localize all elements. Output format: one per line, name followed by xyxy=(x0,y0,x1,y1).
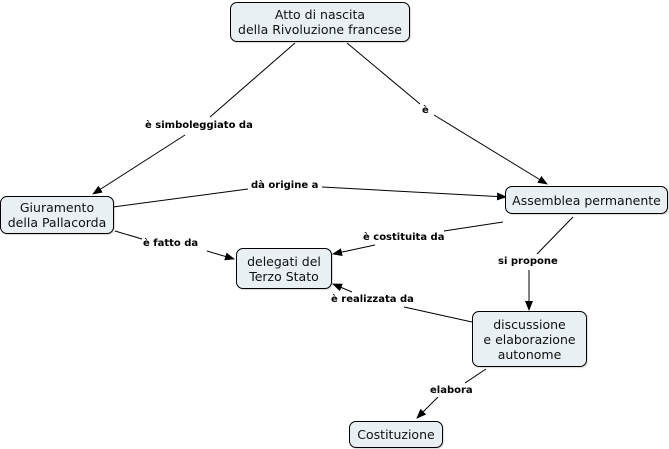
line-assemblea-propone xyxy=(536,216,574,255)
link-label-costituita[interactable]: è costituita da xyxy=(363,232,445,244)
line-assemblea-costituita xyxy=(443,221,504,232)
concept-atto-di-nascita[interactable]: Atto di nascita della Rivoluzione france… xyxy=(230,2,410,42)
line-giuramento-origine xyxy=(112,188,249,208)
link-label-elabora[interactable]: elabora xyxy=(430,385,473,397)
concept-giuramento[interactable]: Giuramento della Pallacorda xyxy=(0,196,114,234)
line-simboleggiato-giuramento xyxy=(92,134,186,195)
link-label-propone[interactable]: si propone xyxy=(498,256,558,268)
line-atto-simboleggiato xyxy=(209,42,296,118)
line-fatto-delegati xyxy=(206,250,235,261)
link-label-realizzata[interactable]: è realizzata da xyxy=(331,294,414,306)
line-discussione-elabora xyxy=(464,368,487,384)
concept-delegati[interactable]: delegati del Terzo Stato xyxy=(236,248,332,289)
line-origine-assemblea xyxy=(321,186,507,201)
link-label-origine[interactable]: dà origine a xyxy=(251,180,319,192)
concept-costituzione[interactable]: Costituzione xyxy=(349,421,443,448)
link-label-fatto[interactable]: è fatto da xyxy=(143,238,199,250)
link-label-e[interactable]: è xyxy=(422,105,429,117)
line-elabora-costituzione xyxy=(416,396,439,419)
line-realizzata-delegati xyxy=(332,283,353,293)
line-giuramento-fatto xyxy=(114,230,143,240)
line-e-assemblea xyxy=(433,114,548,185)
concept-discussione[interactable]: discussione e elaborazione autonome xyxy=(472,311,587,367)
concept-assemblea[interactable]: Assemblea permanente xyxy=(505,186,668,214)
line-atto-e xyxy=(346,42,421,105)
link-label-simboleggiato[interactable]: è simboleggiato da xyxy=(145,120,253,132)
line-costituita-delegati xyxy=(332,244,376,257)
line-discussione-realizzata xyxy=(403,306,473,323)
